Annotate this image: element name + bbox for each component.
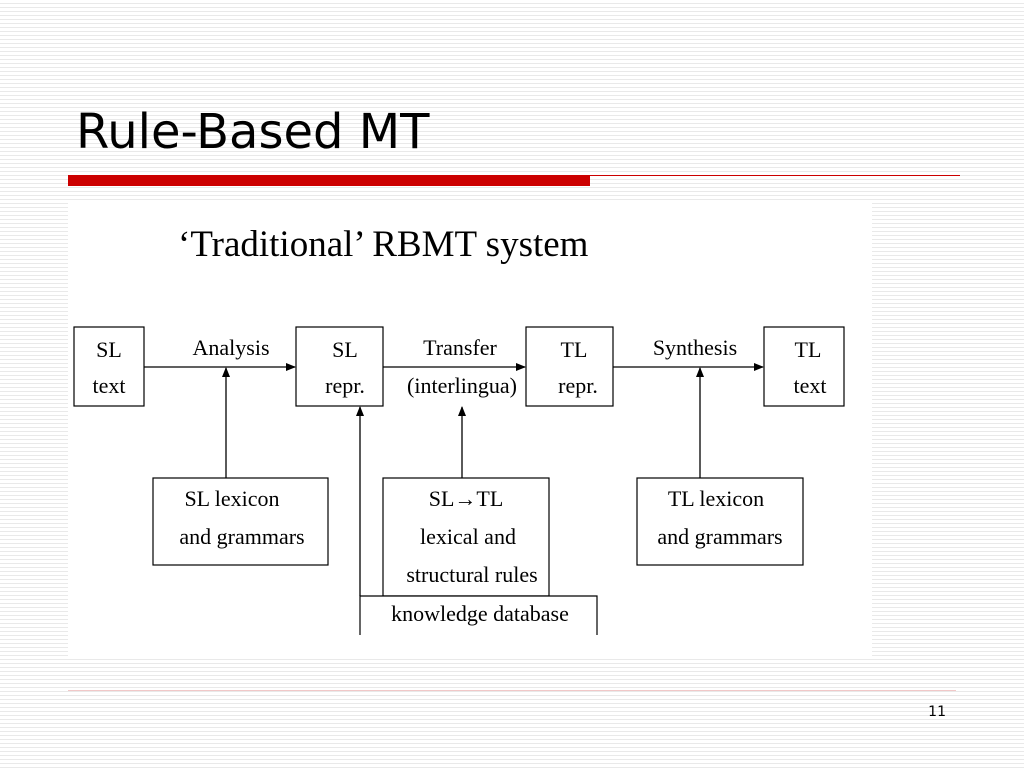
- rbmt-diagram-figure: ‘Traditional’ RBMT system SL text SL rep…: [68, 200, 872, 656]
- tl-repr-line1: TL: [561, 337, 588, 362]
- diagram-heading: ‘Traditional’ RBMT system: [178, 224, 589, 265]
- transfer-rules-box: SL→TL lexical and structural rules: [382, 477, 550, 597]
- sl-lexicon-box: SL lexicon and grammars: [152, 477, 329, 566]
- sl-text-box: SL text: [73, 326, 145, 407]
- tl-text-box: TL text: [763, 326, 845, 407]
- transfer-label: Transfer: [423, 335, 497, 360]
- tl-lexicon-line2: and grammars: [657, 524, 782, 549]
- title-accent-line: [590, 175, 960, 176]
- sl-text-line1: SL: [96, 337, 122, 362]
- slide-title: Rule-Based MT: [76, 104, 430, 160]
- footer-divider: [68, 690, 956, 691]
- analysis-label: Analysis: [193, 335, 270, 360]
- knowledge-database-label: knowledge database: [391, 601, 569, 626]
- sl-repr-line1: SL: [332, 337, 358, 362]
- tl-text-line1: TL: [795, 337, 822, 362]
- synthesis-label: Synthesis: [653, 335, 737, 360]
- rbmt-diagram: ‘Traditional’ RBMT system SL text SL rep…: [73, 224, 845, 635]
- transfer-rules-line2: lexical and: [420, 524, 516, 549]
- transfer-rules-line3: structural rules: [406, 562, 537, 587]
- transfer-rules-line1: SL→TL: [429, 486, 504, 511]
- tl-lexicon-line1: TL lexicon: [668, 486, 764, 511]
- tl-lexicon-box: TL lexicon and grammars: [636, 477, 804, 566]
- sl-repr-box: SL repr.: [295, 326, 384, 407]
- tl-repr-line2: repr.: [558, 373, 598, 398]
- tl-repr-box: TL repr.: [525, 326, 614, 407]
- sl-lexicon-line1: SL lexicon: [184, 486, 279, 511]
- tl-text-line2: text: [794, 373, 827, 398]
- interlingua-label: (interlingua): [407, 373, 517, 398]
- sl-lexicon-line2: and grammars: [179, 524, 304, 549]
- page-number: 11: [928, 704, 946, 720]
- sl-text-line2: text: [93, 373, 126, 398]
- title-accent-bar: [68, 175, 590, 186]
- knowledge-database-box: knowledge database: [359, 595, 598, 635]
- sl-repr-line2: repr.: [325, 373, 365, 398]
